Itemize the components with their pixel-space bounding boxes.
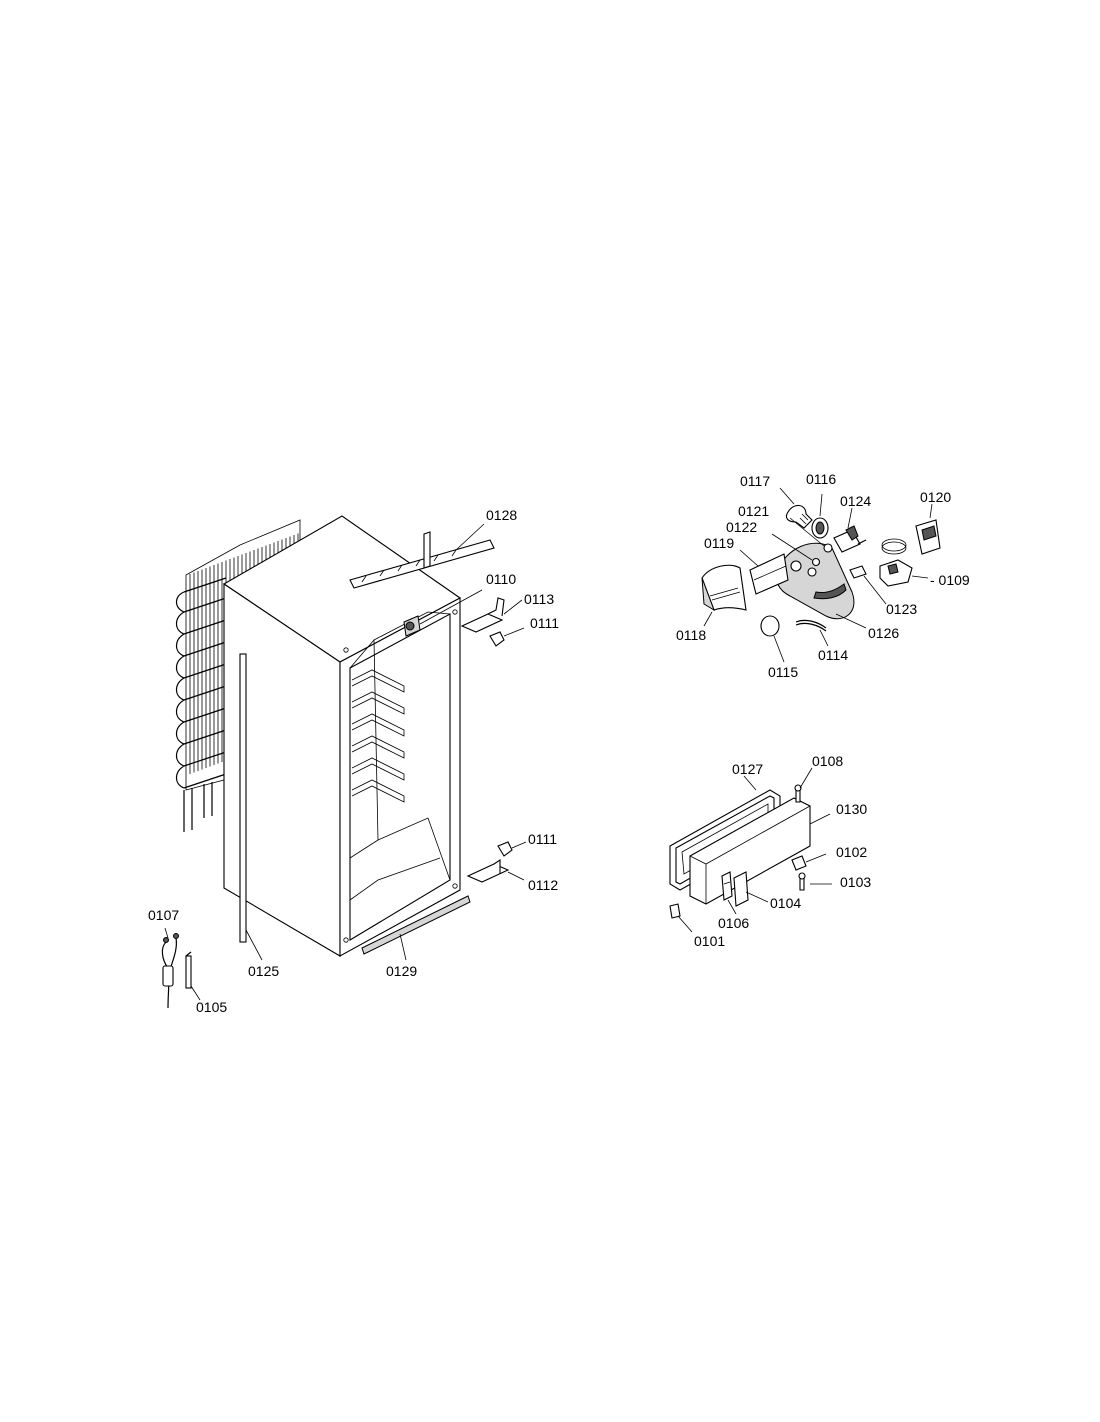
callout-0107: 0107 bbox=[148, 907, 179, 923]
callout-0127: 0127 bbox=[732, 761, 763, 777]
callout-0124: 0124 bbox=[840, 493, 871, 509]
part-0103-screw bbox=[798, 872, 832, 891]
callout-0112: 0112 bbox=[528, 877, 558, 893]
part-0105-clip bbox=[185, 951, 201, 1001]
callout-0113: 0113 bbox=[524, 591, 554, 607]
callout-0103: 0103 bbox=[840, 874, 871, 890]
callout-0122: 0122 bbox=[726, 519, 757, 535]
callout-0115: 0115 bbox=[768, 664, 798, 680]
part-0119-light-cover bbox=[739, 549, 789, 595]
shelf-rail bbox=[351, 691, 405, 715]
part-0122-screw bbox=[771, 533, 821, 567]
part-0126-light-housing bbox=[776, 542, 867, 629]
part-0116-bulb-socket-ring bbox=[811, 493, 829, 539]
part-0117-bulb bbox=[779, 487, 813, 529]
callout-0111-upper: 0111 bbox=[530, 615, 559, 631]
part-0129-bottom-strip bbox=[361, 895, 471, 961]
callout-0111-lower: 0111 bbox=[528, 831, 557, 847]
callout-0110: 0110 bbox=[486, 571, 516, 587]
callout-0129: 0129 bbox=[386, 963, 417, 979]
callout-0101: 0101 bbox=[694, 933, 725, 949]
part-0121-nut bbox=[789, 517, 833, 553]
part-0102-handle-cap bbox=[791, 853, 827, 871]
part-0125-side-strip bbox=[239, 653, 263, 961]
shelf-rail bbox=[351, 757, 405, 781]
callout-0114: 0114 bbox=[818, 647, 848, 663]
callout-0104: 0104 bbox=[770, 895, 801, 911]
callout-0102: 0102 bbox=[836, 844, 867, 860]
callout-0108: 0108 bbox=[812, 753, 843, 769]
part-0112-lower-hinge bbox=[466, 858, 525, 883]
part-0123-clip bbox=[849, 565, 887, 605]
callout-0117: 0117 bbox=[740, 473, 770, 489]
part-0110-thermostat bbox=[403, 589, 483, 637]
shelf-rail bbox=[351, 713, 405, 737]
callout-0119: 0119 bbox=[704, 535, 734, 551]
part-0109-thermostat-unit bbox=[879, 538, 929, 587]
callout-labels: 0128 0110 0113 0111 0111 0112 0125 0129 … bbox=[148, 471, 970, 1015]
part-0111-hinge-cap-lower bbox=[497, 841, 527, 857]
part-0108-screw bbox=[794, 767, 813, 803]
part-0130-door-panel bbox=[689, 797, 831, 905]
shelf-rail bbox=[351, 669, 405, 693]
part-0118-diffuser bbox=[701, 564, 747, 627]
callout-0116: 0116 bbox=[806, 471, 836, 487]
callout-0123: 0123 bbox=[886, 601, 917, 617]
shelf-rail bbox=[351, 735, 405, 759]
part-0120-switch-bracket bbox=[915, 503, 941, 555]
part-0101-bushing bbox=[669, 903, 693, 933]
part-0114-cable bbox=[795, 619, 829, 647]
callout-0121: 0121 bbox=[738, 503, 769, 519]
callout-0106: 0106 bbox=[718, 915, 749, 931]
part-0115-knob bbox=[760, 615, 785, 663]
part-0106-hinge-pin bbox=[721, 871, 737, 915]
callout-0120: 0120 bbox=[920, 489, 951, 505]
callout-0118: 0118 bbox=[676, 627, 706, 643]
cabinet-body bbox=[222, 515, 462, 957]
part-0104-handle bbox=[733, 871, 769, 907]
part-0124-lamp-holder bbox=[833, 507, 867, 553]
part-0128-top-rail bbox=[349, 523, 495, 589]
callout-0126: 0126 bbox=[868, 625, 899, 641]
part-0107-sensor bbox=[161, 927, 179, 1009]
callout-0125: 0125 bbox=[248, 963, 279, 979]
callout-0130: 0130 bbox=[836, 801, 867, 817]
shelf-rail bbox=[351, 779, 405, 803]
part-0111-hinge-cap-upper bbox=[489, 627, 525, 647]
callout-0128: 0128 bbox=[486, 507, 517, 523]
callout-0109: - 0109 bbox=[930, 572, 970, 588]
part-0113-upper-hinge bbox=[460, 597, 523, 633]
callout-0105: 0105 bbox=[196, 999, 227, 1015]
